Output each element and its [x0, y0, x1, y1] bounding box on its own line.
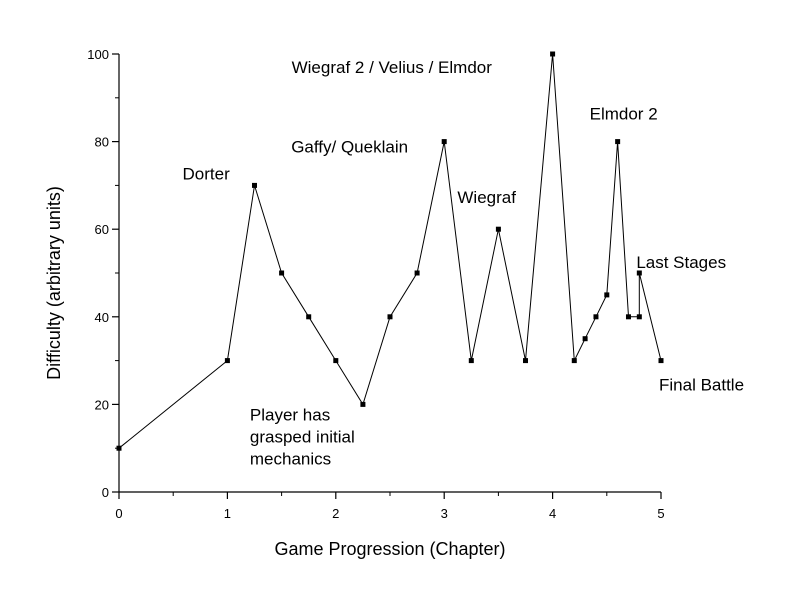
data-point: [636, 314, 642, 320]
data-point: [414, 270, 420, 276]
annotation-line: Wiegraf 2 / Velius / Elmdor: [292, 58, 493, 77]
data-point: [116, 445, 122, 451]
annotation-label: Player has grasped initial mechanics: [250, 405, 355, 468]
x-tick-label: 3: [441, 506, 448, 521]
annotation-label: Last Stages: [636, 253, 726, 272]
data-point: [279, 270, 285, 276]
data-point: [604, 292, 610, 298]
data-point: [582, 336, 588, 342]
data-point: [360, 401, 366, 407]
data-point: [625, 314, 631, 320]
data-point: [333, 358, 339, 364]
annotation-line: Final Battle: [659, 376, 744, 395]
annotation-line: Dorter: [183, 164, 231, 183]
data-point: [615, 139, 621, 145]
annotation-line: Last Stages: [636, 253, 726, 272]
y-tick-label: 100: [87, 47, 109, 62]
data-point: [636, 270, 642, 276]
data-point: [306, 314, 312, 320]
data-point: [252, 182, 257, 188]
annotation-label: Dorter: [183, 164, 231, 183]
series-line: [118, 53, 662, 449]
x-axis-title: Game Progression (Chapter): [274, 539, 505, 559]
annotation-line: grasped initial: [250, 427, 355, 446]
y-tick-label: 80: [95, 135, 109, 150]
annotation-line: Gaffy/ Queklain: [291, 138, 408, 157]
data-point: [523, 358, 528, 364]
data-point: [224, 358, 230, 364]
data-point: [441, 139, 447, 145]
y-tick-label: 60: [95, 222, 109, 237]
data-point: [571, 358, 577, 364]
y-axis-title: Difficulty (arbitrary units): [44, 186, 64, 380]
annotation-line: mechanics: [250, 449, 331, 468]
x-tick-label: 4: [549, 506, 556, 521]
annotation-label: Wiegraf: [457, 188, 516, 207]
data-point: [495, 226, 501, 232]
x-tick-label: 2: [332, 506, 339, 521]
x-tick-label: 5: [657, 506, 664, 521]
ticks: 0 1 2 3 4 5 0 20 40 60 80 100: [87, 47, 664, 521]
series-layer: [116, 51, 664, 451]
axes: [118, 54, 661, 493]
data-point: [387, 314, 393, 320]
annotation-line: Wiegraf: [457, 188, 516, 207]
annotation-label: Final Battle: [659, 376, 744, 395]
data-point: [593, 314, 599, 320]
x-tick-label: 1: [224, 506, 231, 521]
data-point: [550, 51, 556, 57]
y-tick-label: 40: [95, 310, 109, 325]
data-point: [468, 358, 474, 364]
annotation-label: Gaffy/ Queklain: [291, 138, 408, 157]
x-tick-label: 0: [115, 506, 122, 521]
annotation-line: Player has: [250, 405, 330, 424]
annotation-line: Elmdor 2: [590, 105, 658, 124]
y-tick-label: 20: [95, 397, 109, 412]
annotation-label: Elmdor 2: [590, 105, 658, 124]
y-tick-label: 0: [102, 485, 109, 500]
data-point: [658, 358, 664, 364]
annotation-label: Wiegraf 2 / Velius / Elmdor: [292, 58, 493, 77]
